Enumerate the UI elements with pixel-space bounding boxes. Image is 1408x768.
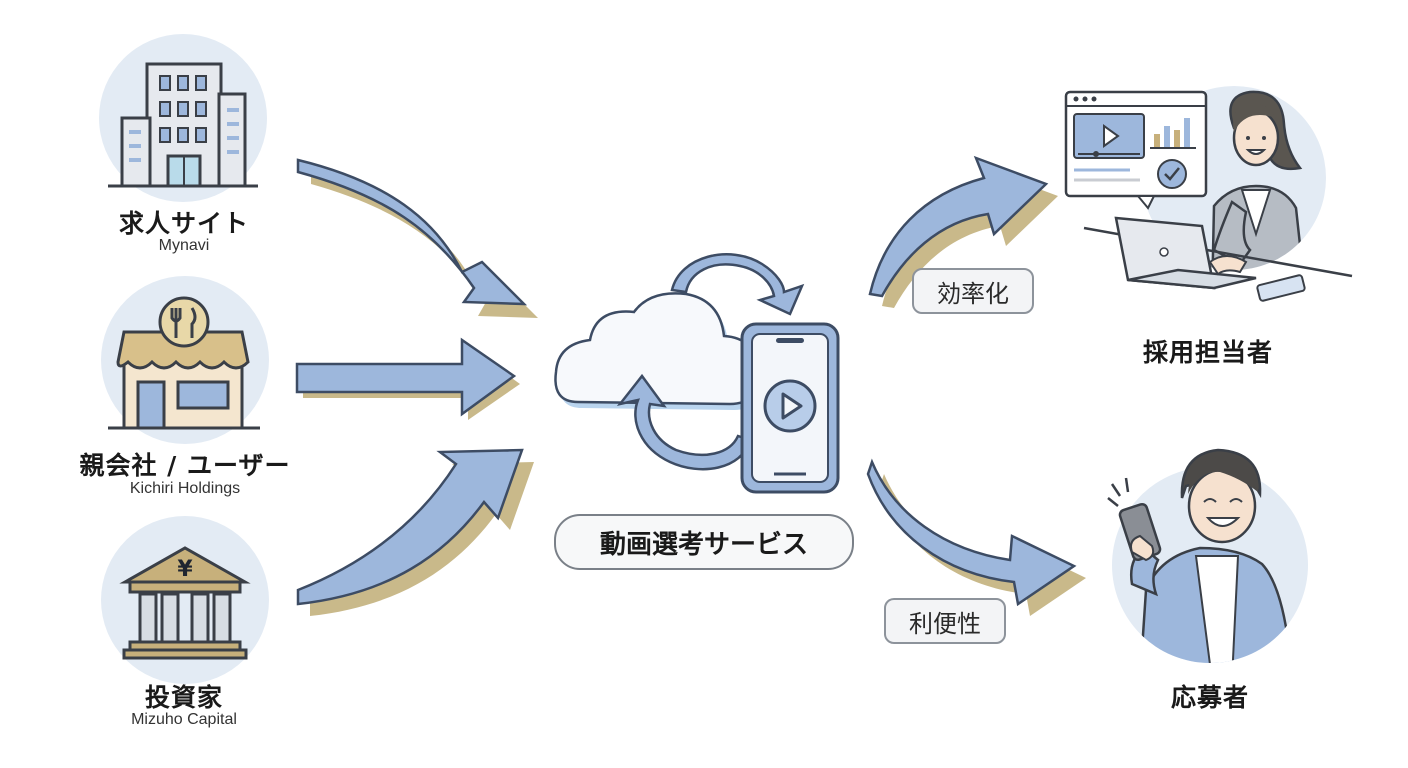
yen-symbol: ¥ — [177, 557, 193, 582]
source-title-job-site: 求人サイト — [118, 209, 249, 238]
applicant-phone-icon — [1107, 448, 1308, 663]
arrow-to-applicant — [866, 458, 1086, 616]
center-service-label: 動画選考サービス — [554, 514, 854, 570]
restaurant-storefront-icon — [101, 276, 269, 444]
source-subtitle-investor: Mizuho Capital — [131, 711, 237, 728]
arrow-to-recruiter — [868, 155, 1058, 308]
recruiter-dashboard-icon — [1064, 86, 1353, 302]
target-title-recruiter: 採用担当者 — [1142, 338, 1273, 367]
target-title-applicant: 応募者 — [1170, 683, 1249, 712]
benefit-tag-efficiency: 効率化 — [912, 268, 1034, 314]
arrow-bottom-left — [296, 448, 534, 616]
source-title-parent-company: 親会社 / ユーザー — [79, 451, 291, 480]
source-subtitle-job-site: Mynavi — [158, 237, 210, 254]
source-subtitle-parent-company: Kichiri Holdings — [129, 480, 241, 497]
bank-yen-icon: ¥ — [101, 516, 269, 684]
arrow-top-left — [296, 158, 538, 318]
office-building-icon — [99, 34, 267, 202]
benefit-tag-convenience: 利便性 — [884, 598, 1006, 644]
source-title-investor: 投資家 — [144, 683, 223, 712]
arrow-middle-left — [295, 337, 520, 420]
cloud-smartphone-video-icon — [554, 253, 840, 494]
